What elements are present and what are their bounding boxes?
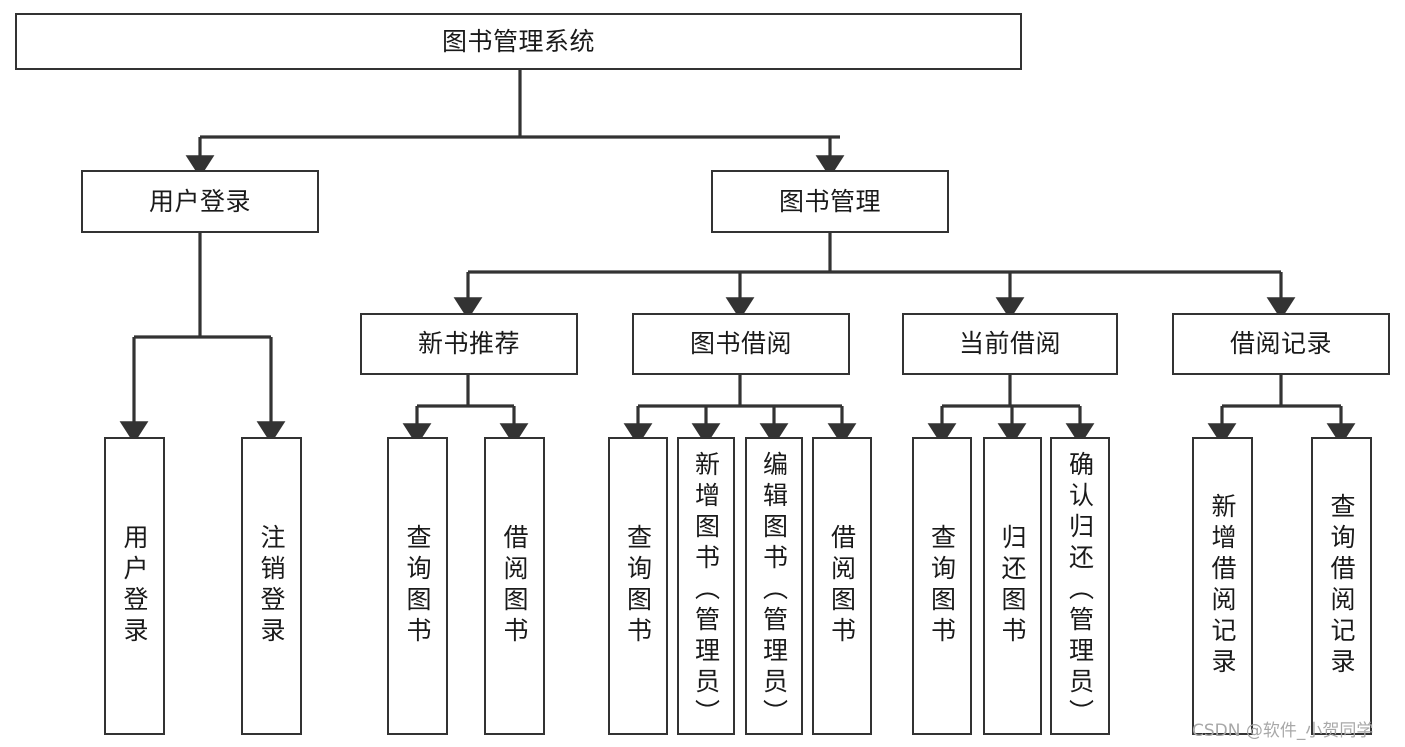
leaf-new-book-borrow-book[interactable]: 借阅图书: [484, 437, 545, 735]
node-label: 新增图书（管理员）: [691, 451, 721, 730]
leaf-book-borrow-borrow-book[interactable]: 借阅图书: [812, 437, 872, 735]
node-new-book-recommend[interactable]: 新书推荐: [360, 313, 578, 375]
node-current-borrow[interactable]: 当前借阅: [902, 313, 1118, 375]
node-label: 查询借阅记录: [1327, 493, 1356, 679]
node-label: 用户登录: [120, 524, 149, 648]
node-label: 借阅图书: [500, 524, 529, 648]
node-label: 确认归还（管理员）: [1065, 451, 1095, 730]
node-label: 用户登录: [148, 186, 251, 216]
node-book-borrow[interactable]: 图书借阅: [632, 313, 850, 375]
node-label: 归还图书: [998, 524, 1027, 648]
node-label: 新增借阅记录: [1208, 493, 1237, 679]
leaf-user-login-login[interactable]: 用户登录: [104, 437, 165, 735]
node-user-login[interactable]: 用户登录: [81, 170, 319, 233]
node-label: 注销登录: [257, 524, 286, 648]
leaf-book-borrow-edit-book[interactable]: 编辑图书（管理员）: [745, 437, 803, 735]
node-label: 借阅图书: [827, 524, 857, 648]
node-label: 查询图书: [403, 524, 432, 648]
node-label: 借阅记录: [1229, 329, 1332, 358]
leaf-current-borrow-confirm-return[interactable]: 确认归还（管理员）: [1050, 437, 1110, 735]
node-label: 图书借阅: [689, 329, 792, 358]
node-label: 当前借阅: [958, 329, 1061, 358]
watermark-text: CSDN @软件_小贺同学: [1192, 721, 1374, 741]
node-label: 查询图书: [623, 524, 653, 648]
leaf-book-borrow-add-book[interactable]: 新增图书（管理员）: [677, 437, 735, 735]
node-label: 新书推荐: [417, 329, 520, 358]
leaf-current-borrow-return-book[interactable]: 归还图书: [983, 437, 1042, 735]
leaf-book-borrow-query-book[interactable]: 查询图书: [608, 437, 668, 735]
node-borrow-record[interactable]: 借阅记录: [1172, 313, 1390, 375]
leaf-borrow-record-add-record[interactable]: 新增借阅记录: [1192, 437, 1253, 735]
node-label: 查询图书: [927, 524, 957, 648]
node-book-management[interactable]: 图书管理: [711, 170, 949, 233]
node-label: 编辑图书（管理员）: [759, 451, 789, 730]
node-label: 图书管理: [778, 186, 881, 216]
leaf-new-book-query-book[interactable]: 查询图书: [387, 437, 448, 735]
leaf-borrow-record-query-record[interactable]: 查询借阅记录: [1311, 437, 1372, 735]
node-label: 图书管理系统: [441, 26, 595, 56]
leaf-user-login-logout[interactable]: 注销登录: [241, 437, 302, 735]
leaf-current-borrow-query-book[interactable]: 查询图书: [912, 437, 972, 735]
node-root-system[interactable]: 图书管理系统: [15, 13, 1022, 70]
